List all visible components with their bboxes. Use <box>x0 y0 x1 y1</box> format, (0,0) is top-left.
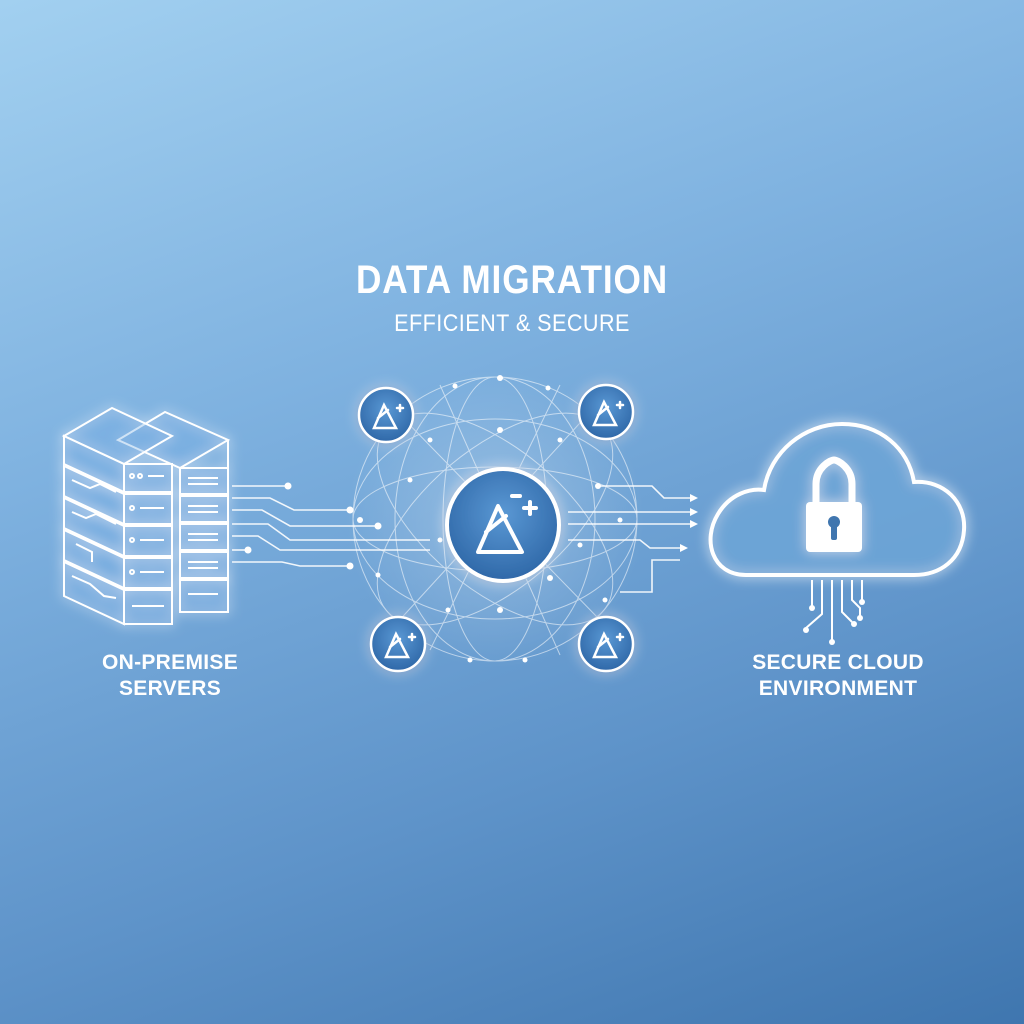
server-column-back <box>115 410 231 613</box>
diagram-title: DATA MIGRATION <box>355 258 669 302</box>
satellite-node-bottom-left <box>369 615 427 673</box>
satellite-node-top-left <box>357 386 415 444</box>
migration-logo-icon <box>592 399 625 427</box>
diagram-subtitle: EFFICIENT & SECURE <box>394 310 630 337</box>
destination-label-line2: ENVIRONMENT <box>758 677 918 700</box>
cloud-circuit-lines <box>805 580 863 640</box>
padlock-icon <box>806 456 862 552</box>
source-label-line1: ON-PREMISE <box>101 651 238 674</box>
cloud-circuit-nodes <box>803 599 865 645</box>
migration-logo-icon <box>384 631 417 659</box>
cloud-lock-icon <box>708 421 967 577</box>
source-label: ON-PREMISE SERVERS <box>70 650 270 702</box>
migration-logo-icon <box>592 631 625 659</box>
migration-logo-icon <box>476 494 538 554</box>
outbound-data-lines <box>568 485 690 593</box>
central-hub <box>445 467 561 583</box>
destination-label-line1: SECURE CLOUD <box>752 651 924 674</box>
destination-label: SECURE CLOUD ENVIRONMENT <box>738 650 938 702</box>
satellite-node-top-right <box>577 383 635 441</box>
migration-logo-icon <box>372 402 405 430</box>
server-rack-icon <box>61 406 231 626</box>
server-column-front <box>61 406 175 626</box>
satellite-node-bottom-right <box>577 615 635 673</box>
source-label-line2: SERVERS <box>118 677 222 700</box>
outbound-arrowheads <box>680 494 698 552</box>
